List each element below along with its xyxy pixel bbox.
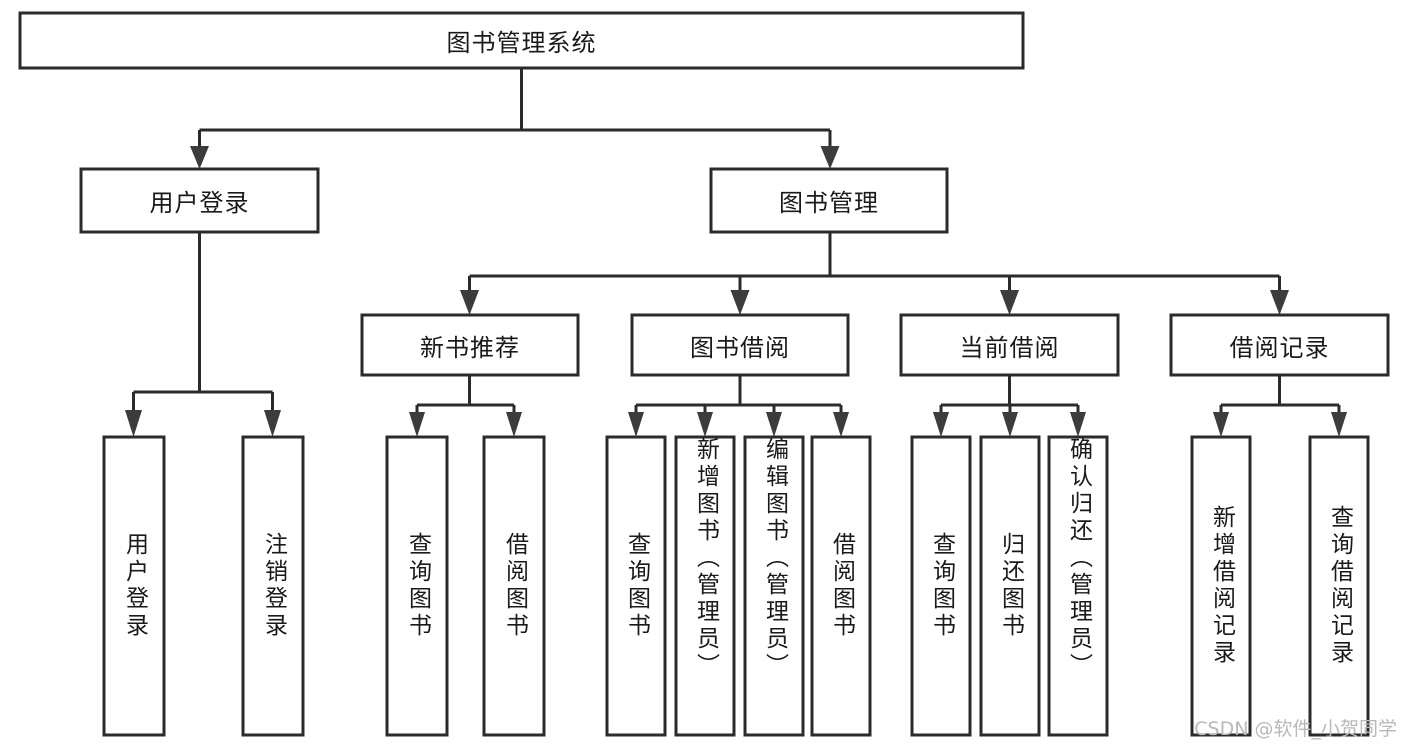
arrowhead-book-borrow (730, 290, 750, 315)
arrowhead-leaf-current-borrow-1 (933, 412, 949, 437)
node-user-login-box[interactable] (79, 167, 320, 234)
arrowhead-leaf-user-login-2 (264, 410, 281, 437)
node-new-book-recommend-box[interactable] (360, 313, 580, 377)
leaf-box-book-borrow-2[interactable] (674, 435, 736, 737)
arrowhead-book-manage (820, 146, 840, 169)
arrowhead-leaf-current-borrow-2 (1002, 412, 1018, 437)
arrowhead-leaf-book-borrow-3 (766, 412, 782, 437)
leaf-box-current-borrow-3[interactable] (1047, 435, 1109, 737)
leaf-box-book-borrow-4[interactable] (810, 435, 872, 737)
node-root-box[interactable] (18, 11, 1025, 70)
arrowhead-new-book (460, 290, 479, 315)
node-book-manage-box[interactable] (709, 167, 949, 234)
arrowhead-current-borrow (1000, 290, 1019, 315)
leaf-box-user-login-1[interactable] (102, 435, 166, 737)
leaf-box-new-book-1[interactable] (385, 435, 449, 737)
arrowhead-leaf-user-login-1 (125, 410, 142, 437)
leaf-box-new-book-2[interactable] (482, 435, 546, 737)
leaf-box-book-borrow-1[interactable] (605, 435, 667, 737)
leaf-box-user-login-2[interactable] (241, 435, 305, 737)
leaf-box-borrow-record-1[interactable] (1190, 435, 1252, 737)
arrowhead-group (125, 146, 1347, 437)
leaf-box-book-borrow-3[interactable] (743, 435, 805, 737)
leaf-box-current-borrow-2[interactable] (979, 435, 1041, 737)
arrowhead-leaf-book-borrow-2 (697, 412, 713, 437)
node-borrow-record-box[interactable] (1169, 313, 1390, 377)
leaf-box-current-borrow-1[interactable] (910, 435, 972, 737)
arrowhead-user-login (190, 146, 209, 169)
leaf-box-borrow-record-2[interactable] (1308, 435, 1370, 737)
node-current-borrow-box[interactable] (899, 313, 1120, 377)
arrowhead-borrow-record (1270, 290, 1289, 315)
node-box-group (18, 11, 1390, 737)
arrowhead-leaf-borrow-record-1 (1213, 412, 1229, 437)
arrowhead-leaf-new-book-1 (409, 412, 425, 437)
arrowhead-leaf-borrow-record-2 (1331, 412, 1347, 437)
arrowhead-leaf-new-book-2 (506, 412, 522, 437)
arrowhead-leaf-book-borrow-1 (628, 412, 644, 437)
node-book-borrow-box[interactable] (630, 313, 850, 377)
arrowhead-leaf-current-borrow-3 (1070, 412, 1086, 437)
arrowhead-leaf-book-borrow-4 (833, 412, 849, 437)
